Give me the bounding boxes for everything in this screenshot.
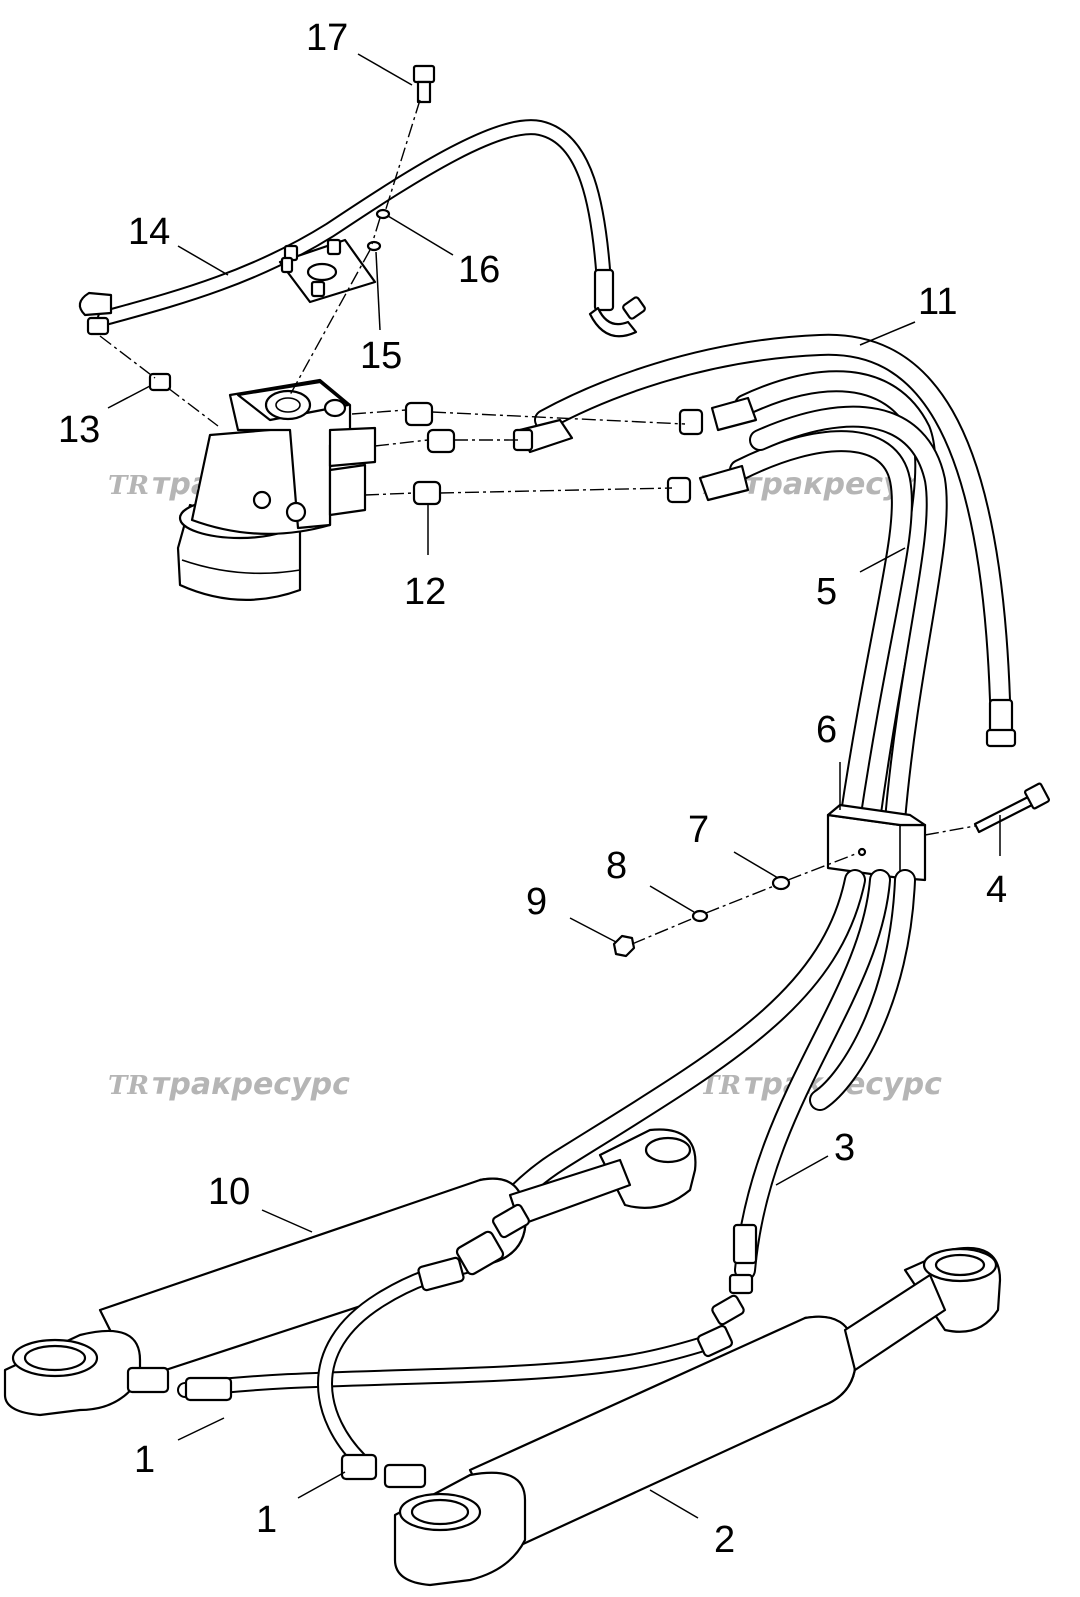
callout-4: 4 <box>986 869 1007 911</box>
callout-17: 17 <box>306 17 348 59</box>
bolt-4 <box>973 782 1051 834</box>
washer-15 <box>366 240 382 252</box>
clamp-6 <box>826 803 927 882</box>
hose-upper-c <box>749 405 948 831</box>
cylinder-10 <box>3 1128 697 1417</box>
washer-16 <box>375 208 391 220</box>
flange-plate <box>278 238 377 304</box>
callout-10: 10 <box>208 1171 250 1213</box>
callout-3: 3 <box>834 1127 855 1169</box>
fittings-lower <box>711 1273 754 1326</box>
cylinder-2 <box>393 1246 1002 1587</box>
hose-lower-right <box>809 869 916 1111</box>
watermark-logo: ТR <box>108 471 149 501</box>
washer-7 <box>771 875 791 891</box>
leader-lines <box>107 53 1001 1519</box>
callout-14: 14 <box>128 211 170 253</box>
fittings-12 <box>404 401 456 506</box>
callout-6: 6 <box>816 709 837 751</box>
watermark-logo: ТR <box>108 1071 149 1101</box>
callout-12: 12 <box>404 571 446 613</box>
callout-11: 11 <box>918 281 957 323</box>
assembly-lines <box>99 99 976 945</box>
hose-11 <box>512 333 1017 748</box>
bolt-17 <box>412 64 436 104</box>
callout-labels: 17 14 16 15 11 13 12 5 6 7 8 9 4 3 10 1 … <box>58 17 1007 1561</box>
callout-13: 13 <box>58 409 100 451</box>
hose-1-upper <box>126 1324 734 1402</box>
callout-1-upper: 1 <box>134 1439 155 1481</box>
callout-1-lower: 1 <box>256 1499 277 1541</box>
callout-7: 7 <box>688 809 709 851</box>
washer-8 <box>691 909 709 923</box>
nut-9 <box>612 934 636 958</box>
callout-16: 16 <box>458 249 500 291</box>
callout-15: 15 <box>360 335 402 377</box>
steering-unit <box>176 378 377 601</box>
hose-14 <box>78 119 646 338</box>
fitting-13 <box>148 372 172 392</box>
callout-5: 5 <box>816 571 837 613</box>
callout-9: 9 <box>526 881 547 923</box>
watermark-text: тракресурс <box>152 1067 350 1102</box>
callout-2: 2 <box>714 1519 735 1561</box>
hose-5 <box>666 430 913 831</box>
hose-3 <box>732 869 891 1281</box>
callout-8: 8 <box>606 845 627 887</box>
watermark-3: ТR тракресурс <box>108 1067 350 1102</box>
hose-1-lower <box>317 1203 530 1489</box>
